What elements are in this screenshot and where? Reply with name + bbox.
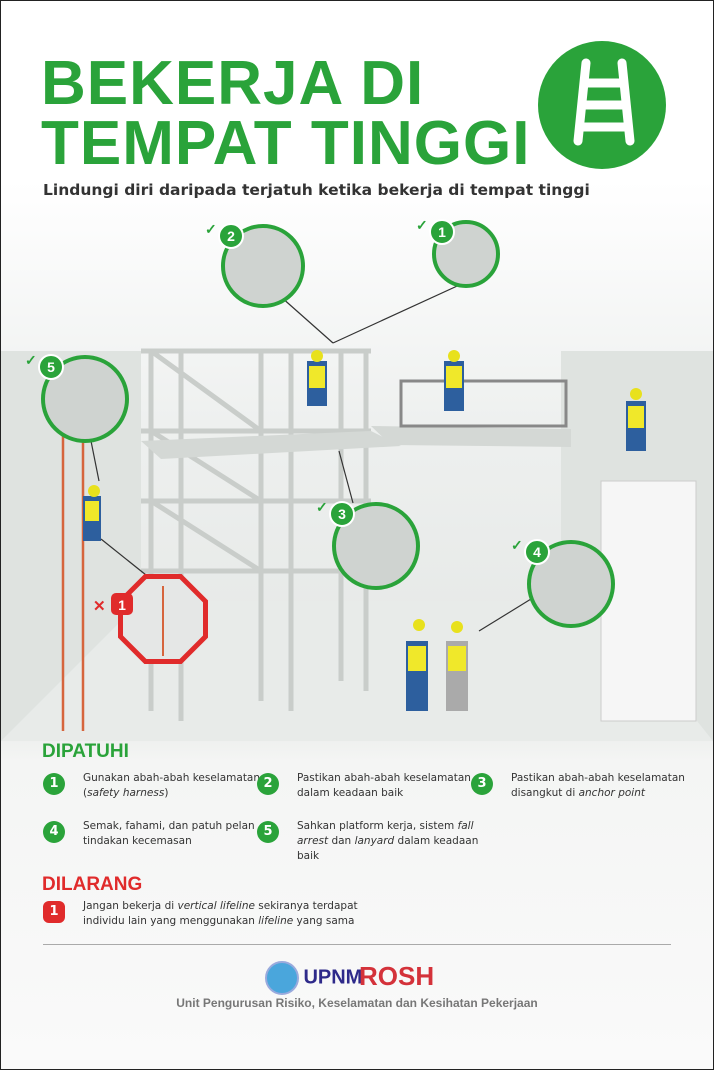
title-line-1: BEKERJA DI bbox=[41, 49, 425, 118]
text: Jangan bekerja di bbox=[83, 900, 178, 912]
text-em: safety harness bbox=[87, 787, 165, 799]
upnm-logo: UPNM bbox=[265, 961, 362, 995]
check-icon: ✓ bbox=[25, 352, 37, 368]
item-number: 5 bbox=[257, 821, 279, 843]
text-em: lifeline bbox=[258, 915, 294, 927]
item-number: 1 bbox=[43, 773, 65, 795]
item-number: 3 bbox=[471, 773, 493, 795]
callout-3: 3 ✓ bbox=[316, 499, 420, 590]
dipatuhi-heading: DIPATUHI bbox=[42, 741, 129, 762]
text: yang sama bbox=[293, 915, 355, 927]
scaffold-illustration bbox=[1, 275, 713, 741]
text: sekiranya terdapat individu lain yang me… bbox=[83, 900, 358, 927]
callout-number: 3 bbox=[338, 506, 346, 522]
text: dalam keadaan baik bbox=[297, 835, 479, 862]
cross-icon: ✕ bbox=[93, 598, 106, 615]
callout-number: 2 bbox=[227, 228, 235, 244]
text-em: fall arrest bbox=[297, 820, 474, 847]
dipatuhi-item: 2 Pastikan abah-abah keselamatan dalam ke… bbox=[257, 771, 487, 801]
check-icon: ✓ bbox=[416, 217, 428, 233]
dipatuhi-item: 3 Pastikan abah-abah keselamatan disangku… bbox=[471, 771, 701, 801]
dipatuhi-item: 5 Sahkan platform kerja, sistem fall arre… bbox=[257, 819, 487, 864]
callout-layer: 1 ✓ 2 ✓ 3 ✓ 4 ✓ 5 ✓ 1 ✕ bbox=[25, 217, 615, 664]
rosh-logo: ROSH bbox=[359, 961, 435, 991]
callout-number: 4 bbox=[533, 544, 541, 560]
text-em: lanyard bbox=[354, 835, 395, 847]
text: dan bbox=[328, 835, 355, 847]
footer-text: Unit Pengurusan Risiko, Keselamatan dan … bbox=[176, 996, 538, 1010]
text: Semak, fahami, dan patuh pelan tindakan … bbox=[83, 820, 255, 847]
dipatuhi-item: 1 Gunakan abah-abah keselamatan (safety h… bbox=[43, 771, 273, 801]
check-icon: ✓ bbox=[316, 499, 328, 515]
text: Sahkan platform kerja, sistem bbox=[297, 820, 458, 832]
callout-number: 1 bbox=[438, 224, 446, 240]
check-icon: ✓ bbox=[511, 537, 523, 553]
text-em: anchor point bbox=[578, 787, 645, 799]
prohibited-number: 1 bbox=[118, 597, 126, 613]
subtitle: Lindungi diri daripada terjatuh ketika b… bbox=[43, 181, 590, 199]
text: ) bbox=[164, 787, 169, 799]
upnm-text: UPNM bbox=[303, 966, 363, 989]
prohibited-callout: 1 ✕ bbox=[93, 574, 208, 664]
callout-4: 4 ✓ bbox=[511, 537, 615, 628]
callout-5: 5 ✓ bbox=[25, 352, 129, 443]
dilarang-heading: DILARANG bbox=[42, 874, 143, 895]
ladder-badge bbox=[538, 41, 666, 169]
item-number: 2 bbox=[257, 773, 279, 795]
pillar-block bbox=[600, 480, 697, 722]
dipatuhi-item: 4 Semak, fahami, dan patuh pelan tindakan… bbox=[43, 819, 273, 849]
text-em: vertical lifeline bbox=[177, 900, 255, 912]
platform bbox=[371, 426, 571, 447]
text: Pastikan abah-abah keselamatan disangkut… bbox=[511, 772, 685, 799]
callout-number: 5 bbox=[47, 359, 55, 375]
callout-2: 2 ✓ bbox=[205, 221, 305, 308]
ladder-icon bbox=[573, 58, 635, 146]
text: Pastikan abah-abah keselamatan dalam kea… bbox=[297, 772, 471, 799]
callout-1: 1 ✓ bbox=[416, 217, 500, 288]
check-icon: ✓ bbox=[205, 221, 217, 237]
dilarang-item: 1 Jangan bekerja di vertical lifeline se… bbox=[43, 899, 393, 929]
divider bbox=[43, 944, 671, 945]
prohibited-number: 1 bbox=[43, 901, 65, 923]
item-number: 4 bbox=[43, 821, 65, 843]
text: Gunakan abah-abah keselamatan ( bbox=[83, 772, 261, 799]
title-line-2: TEMPAT TINGGI bbox=[41, 109, 531, 178]
